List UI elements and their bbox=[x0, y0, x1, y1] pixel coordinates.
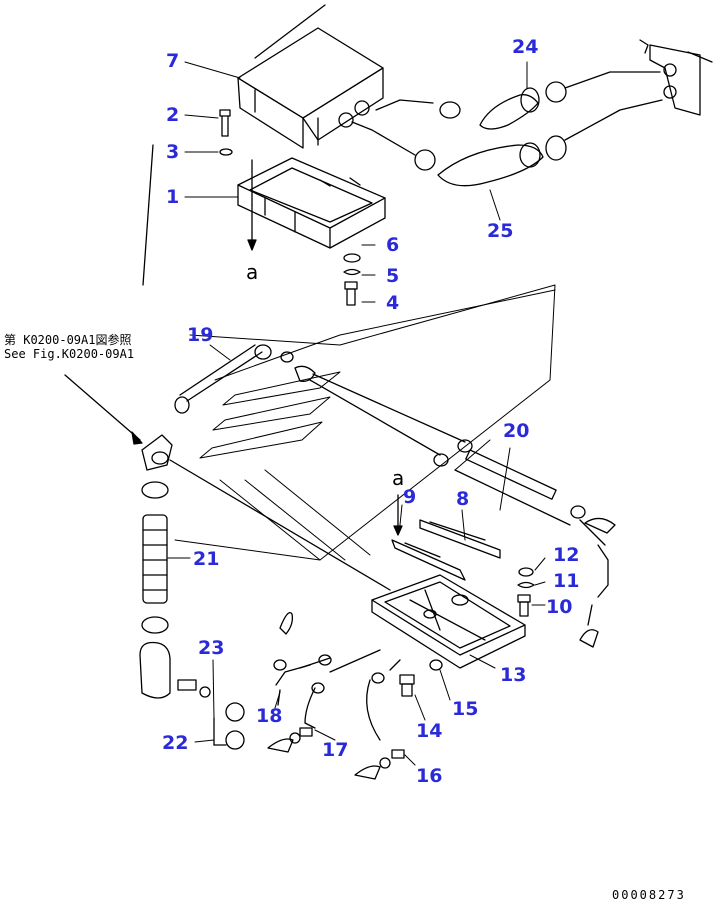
reference-note-en: See Fig.K0200-09A1 bbox=[4, 346, 135, 361]
hose-18 bbox=[273, 611, 332, 706]
callout-24: 24 bbox=[512, 36, 539, 58]
callout-25: 25 bbox=[487, 220, 514, 242]
spring-washer-11 bbox=[517, 581, 535, 589]
bracket-8 bbox=[419, 519, 501, 559]
mount-plate bbox=[639, 39, 713, 116]
washer-6 bbox=[343, 253, 361, 263]
callout-21: 21 bbox=[193, 548, 220, 570]
nozzle bbox=[579, 629, 599, 648]
hose-25 bbox=[351, 99, 663, 187]
leader-lines bbox=[167, 61, 546, 766]
callout-15: 15 bbox=[452, 698, 479, 720]
bolt-10 bbox=[517, 594, 531, 617]
washer-3 bbox=[219, 148, 233, 156]
callout-7: 7 bbox=[166, 50, 180, 72]
washer-12 bbox=[518, 567, 534, 577]
callout-22: 22 bbox=[162, 732, 189, 754]
grommets-22 bbox=[177, 679, 245, 750]
reference-note-jp: 第 K0200-09A1図参照 bbox=[4, 333, 132, 347]
pipe-19 bbox=[174, 344, 316, 414]
callout-12: 12 bbox=[553, 544, 580, 566]
callout-13: 13 bbox=[500, 664, 527, 686]
spring-washer-5 bbox=[343, 268, 361, 276]
view-arrow-a bbox=[247, 159, 257, 251]
reference-arrow bbox=[64, 374, 143, 445]
callout-1: 1 bbox=[166, 186, 180, 208]
callout-5: 5 bbox=[386, 265, 400, 287]
side-panel bbox=[174, 284, 556, 561]
mounting-frame bbox=[237, 157, 386, 249]
washer-15 bbox=[429, 659, 443, 671]
hose-17 bbox=[267, 649, 381, 753]
bolt-2 bbox=[219, 109, 231, 137]
bolt-4 bbox=[344, 281, 358, 306]
drain-pan-13 bbox=[371, 574, 526, 669]
document-number: 00008273 bbox=[612, 888, 686, 902]
hose-16 bbox=[354, 659, 405, 780]
callout-17: 17 bbox=[322, 739, 349, 761]
hose-24 bbox=[375, 71, 661, 130]
callout-19: 19 bbox=[187, 324, 214, 346]
fitting-elbow bbox=[141, 434, 391, 591]
callout-20: 20 bbox=[503, 420, 530, 442]
callout-8: 8 bbox=[456, 488, 470, 510]
reference-note: 第 K0200-09A1図参照 See Fig.K0200-09A1 bbox=[4, 333, 135, 362]
bracket-9 bbox=[391, 494, 466, 581]
hose-21 bbox=[139, 481, 171, 699]
callout-23: 23 bbox=[198, 637, 225, 659]
callout-4: 4 bbox=[386, 292, 400, 314]
bolt-14 bbox=[399, 674, 415, 697]
controller-box bbox=[237, 4, 384, 149]
callout-3: 3 bbox=[166, 141, 180, 163]
callout-11: 11 bbox=[553, 570, 580, 592]
callout-18: 18 bbox=[256, 705, 283, 727]
callout-14: 14 bbox=[416, 720, 443, 742]
callout-16: 16 bbox=[416, 765, 443, 787]
pipe-20 bbox=[309, 373, 616, 598]
view-marker-a-top: a bbox=[246, 260, 259, 284]
assembly-bracket bbox=[142, 144, 154, 286]
callout-6: 6 bbox=[386, 234, 400, 256]
callout-2: 2 bbox=[166, 104, 180, 126]
callout-9: 9 bbox=[403, 486, 417, 508]
view-marker-a-lower: a bbox=[392, 466, 405, 490]
callout-10: 10 bbox=[546, 596, 573, 618]
